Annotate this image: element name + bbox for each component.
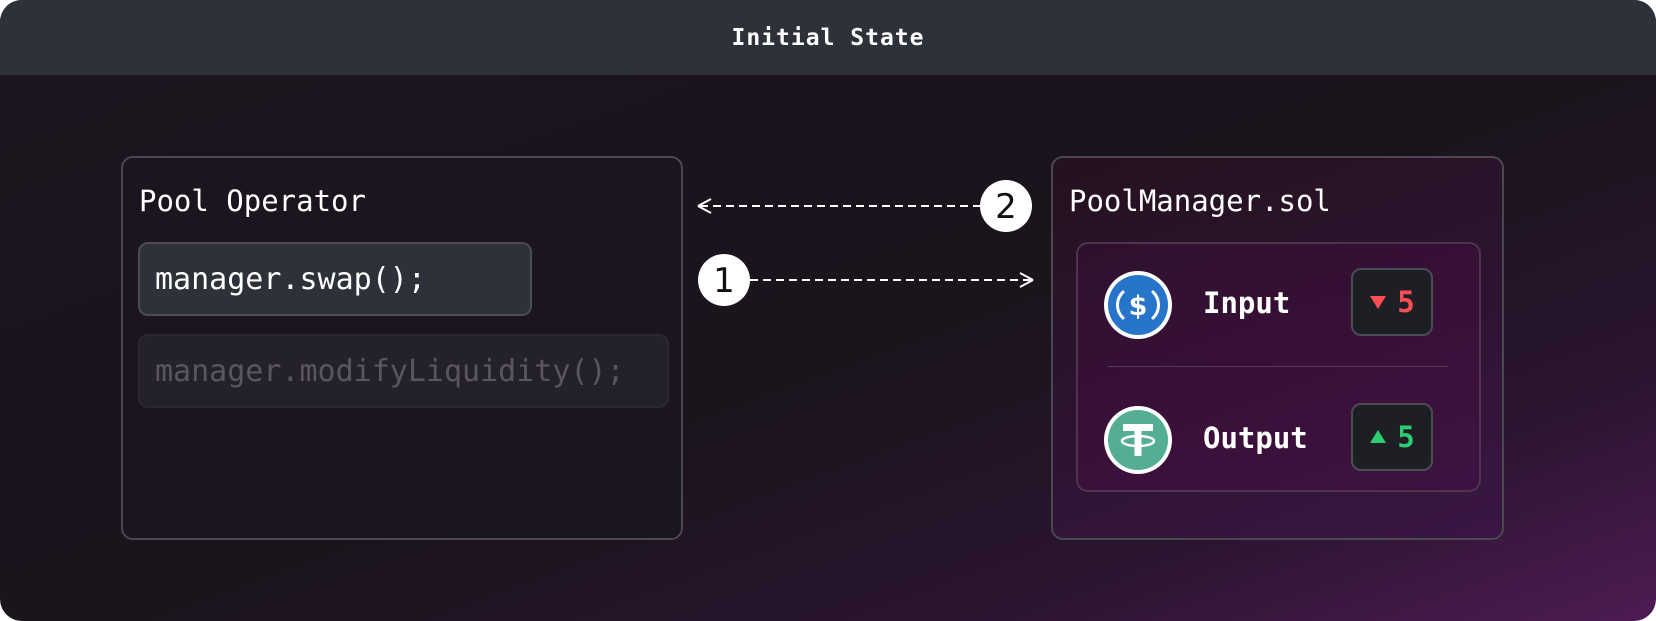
output-label: Output — [1203, 421, 1308, 455]
input-delta-badge: 5 — [1351, 268, 1433, 336]
step-2-number: 2 — [995, 187, 1017, 227]
output-token-row: Output 5 — [1078, 399, 1479, 479]
step-2-marker — [980, 180, 1032, 232]
modify-liquidity-call: manager.modifyLiquidity(); — [138, 334, 669, 408]
token-divider — [1108, 366, 1448, 367]
input-delta-value: 5 — [1397, 285, 1415, 319]
diagram-title: Initial State — [731, 24, 925, 51]
pool-operator-title: Pool Operator — [139, 184, 366, 218]
swap-call: manager.swap(); — [138, 242, 532, 316]
swap-call-text: manager.swap(); — [155, 261, 426, 297]
pool-manager-panel: PoolManager.sol $ Input 5 — [1051, 156, 1504, 540]
output-delta-badge: 5 — [1351, 403, 1433, 471]
modify-liquidity-call-text: manager.modifyLiquidity(); — [155, 353, 625, 389]
svg-text:$: $ — [1129, 291, 1148, 322]
usdc-coin-icon: $ — [1104, 271, 1172, 339]
step-2-arrow: 2 — [697, 180, 1032, 232]
pool-manager-title: PoolManager.sol — [1069, 184, 1331, 218]
token-balance-card: $ Input 5 Output — [1076, 242, 1481, 492]
triangle-up-icon — [1370, 430, 1387, 443]
triangle-down-icon — [1370, 296, 1387, 309]
input-label: Input — [1203, 286, 1291, 320]
usdt-coin-icon — [1104, 406, 1172, 474]
step-1-arrow: 1 — [698, 254, 1034, 306]
step-1-number: 1 — [713, 261, 735, 301]
pool-operator-panel: Pool Operator manager.swap(); manager.mo… — [121, 156, 683, 540]
input-token-row: $ Input 5 — [1078, 264, 1479, 344]
title-bar: Initial State — [0, 0, 1656, 75]
output-delta-value: 5 — [1397, 420, 1415, 454]
step-1-marker — [698, 254, 750, 306]
